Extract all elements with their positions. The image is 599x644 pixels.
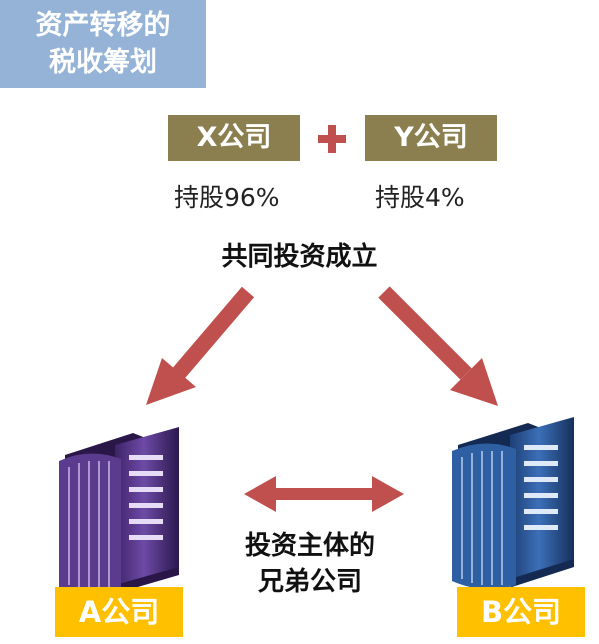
- sibling-line-1: 投资主体的: [244, 531, 375, 561]
- company-a-label: A公司: [55, 587, 183, 637]
- office-building-a-icon: [59, 427, 179, 593]
- sibling-company-label: 投资主体的 兄弟公司: [230, 528, 390, 600]
- shareholder-x-box: X公司: [168, 115, 300, 161]
- plus-icon: [318, 125, 346, 153]
- sibling-line-2: 兄弟公司: [257, 567, 362, 597]
- shareholder-y-box: Y公司: [365, 115, 497, 161]
- shareholder-y-stake: 持股4%: [375, 183, 465, 212]
- joint-investment-label: 共同投资成立: [221, 242, 378, 272]
- company-b-label: B公司: [457, 587, 585, 637]
- title-line-2: 税收筹划: [49, 47, 157, 78]
- arrow-to-b-icon: [378, 286, 498, 406]
- title-line-1: 资产转移的: [35, 10, 171, 41]
- office-building-b-icon: [452, 417, 574, 587]
- diagram-title: 资产转移的 税收筹划: [0, 0, 206, 88]
- double-arrow-icon: [244, 476, 404, 512]
- arrow-to-a-icon: [146, 286, 255, 405]
- shareholder-x-stake: 持股96%: [174, 183, 280, 212]
